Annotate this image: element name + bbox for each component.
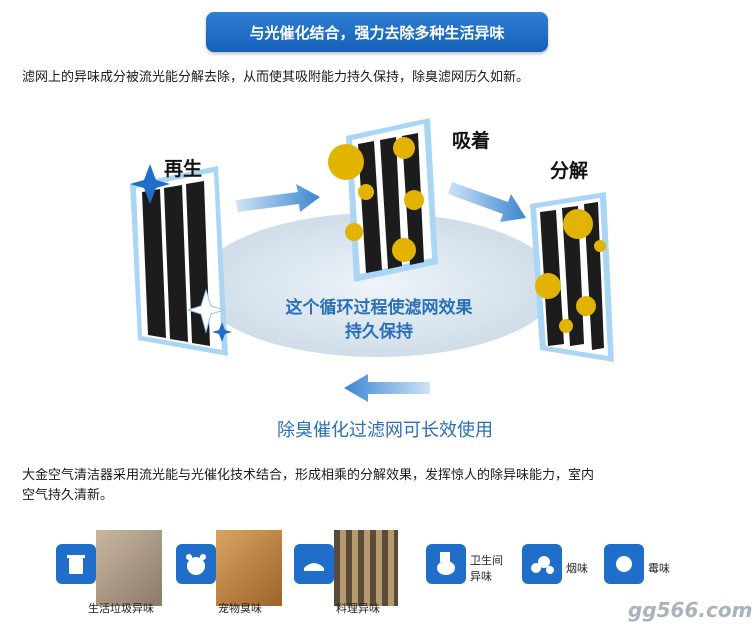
grill-photo [334,530,398,606]
stage-adsorb-label: 吸着 [452,130,491,152]
description-line1: 大金空气清洁器采用流光能与光催化技术结合，形成相乘的分解效果，发挥惊人的除异味能… [22,468,595,483]
long-use-text: 除臭催化过滤网可长效使用 [277,420,493,441]
cycle-text-line1: 这个循环过程使滤网效果 [285,298,473,318]
smoke-label: 烟味 [566,562,588,575]
pet-icon [176,544,216,584]
dog-photo [216,530,282,606]
watermark: gg566.com [628,598,752,622]
stage-decompose-label: 分解 [550,160,589,182]
cycle-text-line2: 持久保持 [345,322,413,342]
arrow-right-2 [448,182,526,222]
trash-icon [56,544,96,584]
stage-regen-label: 再生 [164,158,203,180]
trash-photo [96,530,162,606]
toilet-icon [426,544,466,584]
cycle-ellipse [198,213,558,357]
mold-icon [604,544,644,584]
odor-label: 宠物臭味 [218,602,262,615]
toilet-label-line1: 卫生间 [470,554,503,567]
filter-regen-icon [130,164,232,356]
cooking-icon [294,544,334,584]
filter-adsorb-icon [328,118,438,282]
odor-label: 料理异味 [336,602,380,615]
filter-decompose-icon [530,192,614,362]
arrow-left [344,374,430,402]
title-banner: 与光催化结合，强力去除多种生活异味 [206,12,548,52]
odor-label: 生活垃圾异味 [88,602,154,615]
arrow-right-1 [236,184,320,212]
mold-label: 霉味 [648,562,670,575]
description-line2: 空气持久清新。 [22,488,114,503]
filter-cycle-diagram [130,118,614,402]
intro-text: 滤网上的异味成分被流光能分解去除，从而使其吸附能力持久保持，除臭滤网历久如新。 [22,70,530,85]
toilet-label-line2: 异味 [470,570,492,583]
smoke-icon [522,544,562,584]
